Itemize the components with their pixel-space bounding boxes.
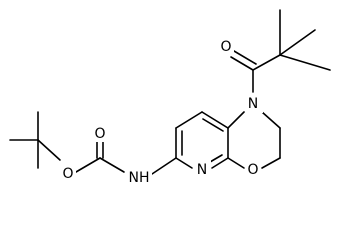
oxygen-carbamate-ester-mask <box>60 164 76 182</box>
bond-nh-to-ring <box>151 157 177 175</box>
bond-oxygen-to-ch2 <box>261 157 281 169</box>
bond-tbu-to-oxygen <box>37 139 61 161</box>
bond-carbonyl-to-quaternary <box>252 54 281 71</box>
nh-group-mask <box>126 168 152 186</box>
bond-quaternary-methyl-upper <box>279 29 316 56</box>
nitrogen-pyridine-mask <box>193 160 211 178</box>
bond-ring-c8a-n <box>211 157 229 169</box>
bond-ring-c4-c4a-inner <box>202 118 224 132</box>
nh-hydrogen: H <box>139 170 150 186</box>
oxygen-ring-mask <box>245 160 261 178</box>
oxygen-carbonyl-label: O <box>220 39 231 55</box>
bond-carbonyl-to-oxygen-b <box>233 50 257 65</box>
oxygen-carbamate-carbonyl-mask <box>92 124 108 142</box>
oxygen-ring-label: O <box>247 162 258 178</box>
oxygen-carbamate-ester-label: O <box>62 166 73 182</box>
bond-quaternary-methyl-right <box>279 54 331 71</box>
bond-ring-c5-c4 <box>175 111 203 129</box>
oxygen-carbamate-carbonyl-label: O <box>94 126 105 142</box>
nh-nitrogen: N <box>128 170 138 186</box>
bonds <box>9 9 331 175</box>
bond-ring-c4-c4a <box>201 111 229 129</box>
bond-ring-n-c6 <box>175 157 193 169</box>
atom-labels: N O O N NH O O <box>60 37 263 186</box>
oxygen-carbonyl-mask <box>218 37 234 55</box>
bond-carbonyl-to-oxygen-a <box>230 56 254 71</box>
nitrogen-pivaloyl-label: N <box>248 96 258 112</box>
bond-n1-to-c4a <box>227 111 245 129</box>
bond-ch2-to-n1 <box>261 111 281 129</box>
chemical-structure-diagram: N O O N NH O O <box>9 9 331 186</box>
nitrogen-pyridine-label: N <box>197 162 207 178</box>
bond-ring-c8a-n-inner <box>209 154 223 163</box>
bond-c8a-to-oxygen <box>227 157 245 169</box>
bond-oxygen-to-carbonyl <box>75 157 101 173</box>
bond-carbonyl-to-nh <box>99 157 125 173</box>
nitrogen-pivaloyl-mask <box>245 95 263 113</box>
nh-group-label: NH <box>128 170 149 186</box>
